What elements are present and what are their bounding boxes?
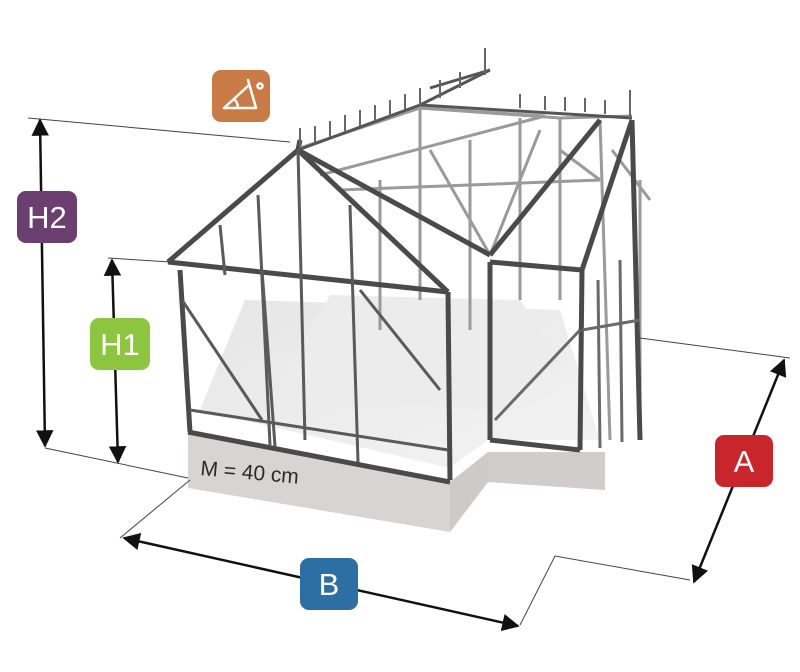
a-badge: A	[715, 435, 773, 487]
b-badge: B	[300, 558, 358, 610]
h2-label: H2	[27, 200, 67, 235]
roof-angle-icon	[222, 78, 264, 110]
roof-angle-badge	[212, 70, 270, 122]
h1-label: H1	[100, 327, 140, 362]
greenhouse-structure	[166, 48, 652, 485]
a-label: A	[734, 444, 755, 479]
h2-badge: H2	[17, 191, 77, 243]
b-label: B	[319, 567, 340, 602]
foundation-base	[188, 432, 605, 532]
h1-badge: H1	[90, 318, 150, 370]
height-h2-arrow	[31, 118, 54, 448]
dimension-guides	[27, 117, 791, 626]
